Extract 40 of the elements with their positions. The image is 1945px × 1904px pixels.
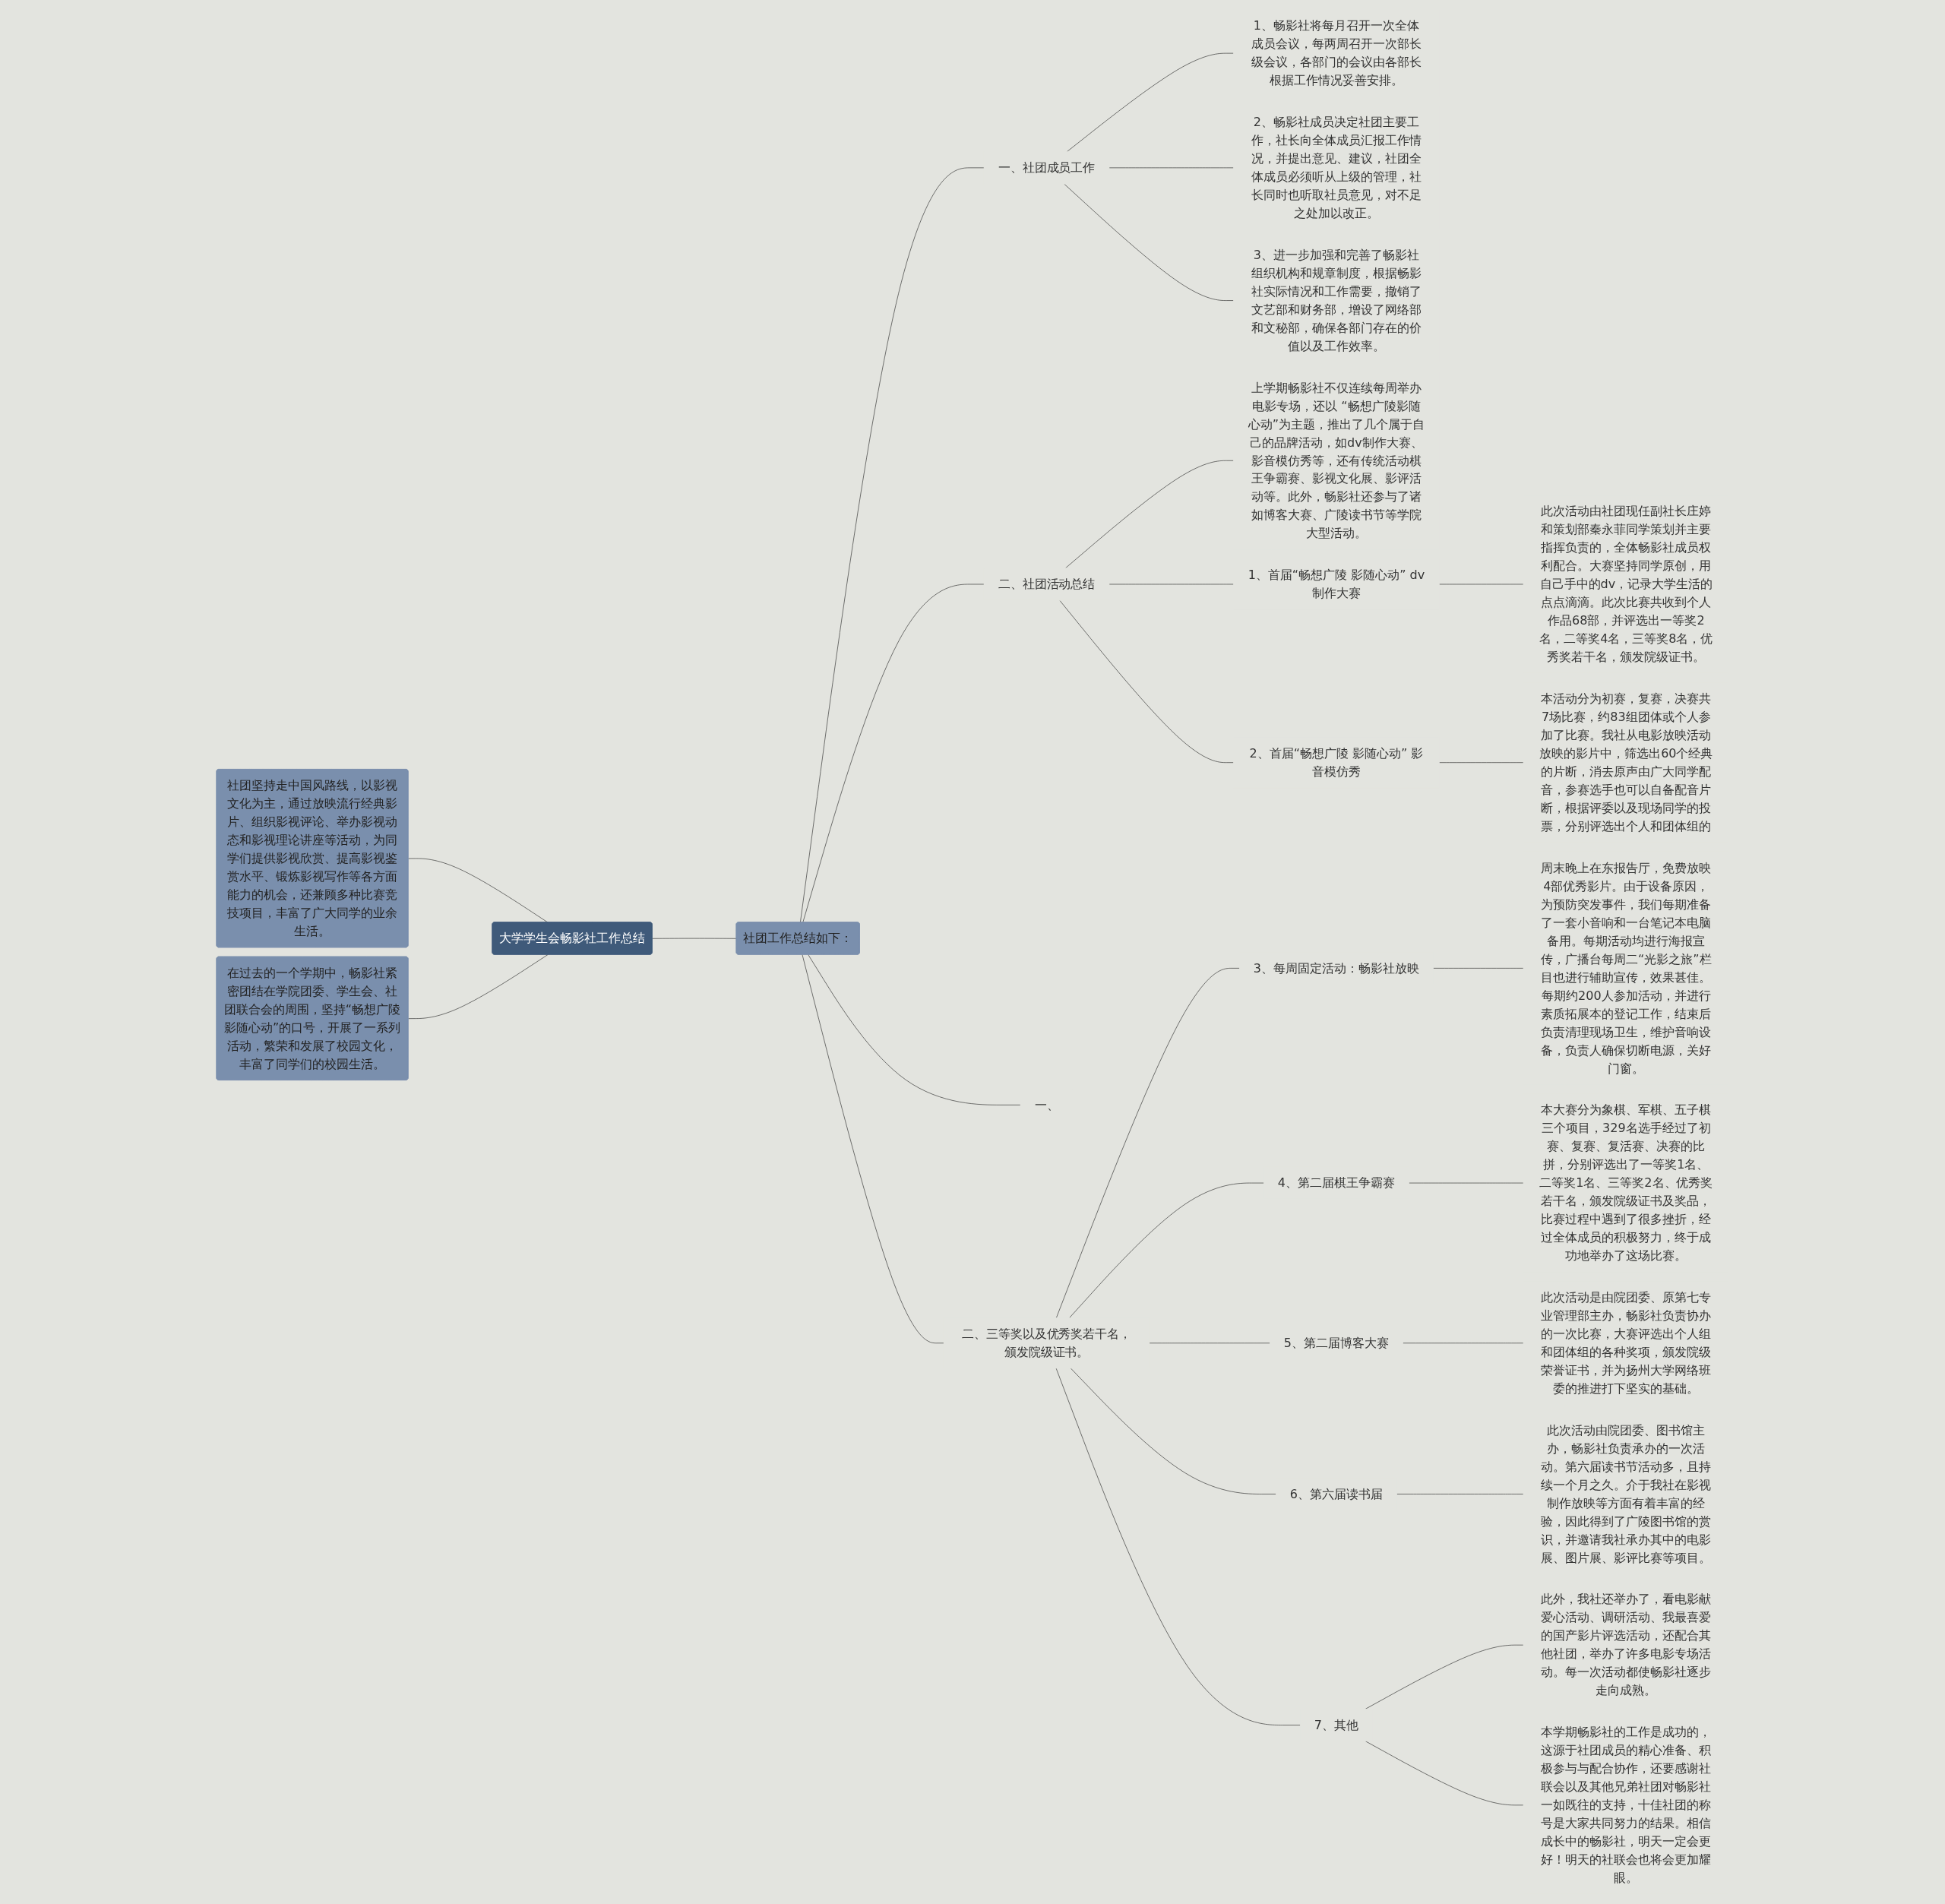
node-text: 此次活动是由院团委、原第七专业管理部主办，畅影社负责协办的一次比赛，大赛评选出个人组和团体组的各种奖项，颁发院级荣誉证书，并为扬州大学网络班委的推进打下坚实的基础。 <box>1541 1290 1711 1396</box>
connector <box>1064 460 1234 569</box>
node-text: 周末晚上在东报告厅，免费放映4部优秀影片。由于设备原因，为预防突发事件，我们每期准备了一套小音响和一台笔记本电脑备用。每期活动均进行海报宣传，广播台每周二“光影之旅”栏目也进行辅助宣传，效果甚佳。每期约200人参加活动，并进行素质拓展本的登记工作，结束后负责清理现场卫生，维护音响设备，负责人确保切断电源，关好门窗。 <box>1540 860 1712 1076</box>
node-text: 1、首届“畅想广陵 影随心动” dv制作大赛 <box>1248 568 1425 600</box>
connector <box>1068 1182 1264 1318</box>
node-text: 2、畅影社成员决定社团主要工作，社长向全体成员汇报工作情况，并提出意见、建议，社团全体成员必须听从上级的管理，社长同时也听取社员意见，对不足之处加以改正。 <box>1251 115 1422 220</box>
node-text: 此次活动由社团现任副社长庄婷和策划部秦永菲同学策划并主要指挥负责的，全体畅影社成员权利配合。大赛坚持同学原创，用自己手中的dv，记录大学生活的点点滴滴。此次比赛共收到个人作品68部，并评选出一等奖2名，二等奖4名，三等奖8名，优秀奖若干名，颁发院级证书。 <box>1539 504 1713 664</box>
node-text: 一、社团成员工作 <box>998 160 1096 175</box>
node-text: 二、三等奖以及优秀奖若干名，颁发院级证书。 <box>961 1327 1132 1359</box>
node-text: 此次活动由院团委、图书馆主办，畅影社负责承办的一次活动。第六届读书节活动多，且持续一个月之久。介于我社在影视制作放映等方面有着丰富的经验，因此得到了广陵图书馆的赏识，并邀请我社承办其中的电影展、图片展、影评比赛等项目。 <box>1541 1422 1711 1565</box>
node-text: 4、第二届棋王争霸赛 <box>1277 1175 1395 1190</box>
node-text: 5、第二届博客大赛 <box>1283 1336 1389 1350</box>
connector <box>802 954 944 1344</box>
node-text: 7、其他 <box>1314 1717 1358 1732</box>
connector <box>651 938 737 939</box>
connector <box>1365 1741 1523 1806</box>
connector <box>1070 1368 1276 1494</box>
node-text: 一、 <box>1034 1097 1059 1112</box>
connector <box>407 858 549 923</box>
node-text: 本大赛分为象棋、军棋、五子棋三个项目，329名选手经过了初赛、复赛、复活赛、决赛的比拼，分别评选出了一等奖1名、二等奖1名、三等奖2名、优秀奖若干名，颁发院级证书及奖品，比赛过程中遇到了很多挫折，经过全体成员的积极努力，终于成功地举办了这场比赛。 <box>1539 1102 1713 1263</box>
connector <box>1055 1368 1301 1725</box>
connector <box>808 954 1021 1105</box>
node-text: 3、每周固定活动：畅影社放映 <box>1253 960 1419 976</box>
node-text: 本活动分为初赛，复赛，决赛共7场比赛，约83组团体或个人参加了比赛。我社从电影放映活动放映的影片中，筛选出60个经典的片断，消去原声由广大同学配音，参赛选手也可以自备配音片断，根据评委以及现场同学的投票，分别评选出个人和团体组的 <box>1539 691 1713 833</box>
connector <box>799 167 985 923</box>
node-text: 3、进一步加强和完善了畅影社组织机构和规章制度，根据畅影社实际情况和工作需要，撤销了文艺部和财务部，增设了网络部和文秘部，确保各部门存在的价值以及工作效率。 <box>1251 248 1422 353</box>
node-text: 本学期畅影社的工作是成功的，这源于社团成员的精心准备、积极参与与配合协作，还要感谢社联会以及其他兄弟社团对畅影社一如既往的支持，十佳社团的称号是大家共同努力的结果。相信成长中的畅影社，明天一定会更好！明天的社联会也将会更加耀眼。 <box>1541 1725 1711 1885</box>
node-text: 二、社团活动总结 <box>998 577 1096 591</box>
node-text: 此外，我社还举办了，看电影献爱心活动、调研活动、我最喜爱的国产影片评选活动，还配合其他社团，举办了许多电影专场活动。每一次活动都使畅影社逐步走向成熟。 <box>1541 1592 1711 1698</box>
connector <box>407 954 549 1019</box>
node-text: 上学期畅影社不仅连续每周举办电影专场，还以 “畅想广陵影随心动”为主题，推出了几个属于自己的品牌活动，如dv制作大赛、影音模仿秀等，还有传统活动棋王争霸赛、影视文化展、影评活动等。此外，畅影社还参与了诸如博客大赛、广陵读书节等学院大型活动。 <box>1248 380 1425 541</box>
node-text: 2、首届“畅想广陵 影随心动” 影音模仿秀 <box>1249 746 1424 779</box>
node-text: 1、畅影社将每月召开一次全体成员会议，每两周召开一次部长级会议，各部门的会议由各部长根据工作情况妥善安排。 <box>1251 18 1422 88</box>
node-text: 6、第六届读书届 <box>1289 1486 1383 1501</box>
connector <box>1059 599 1234 763</box>
connector <box>1064 183 1234 301</box>
connector <box>1066 52 1234 152</box>
connector <box>802 584 985 923</box>
connector <box>1365 1644 1523 1709</box>
connector <box>1055 968 1240 1318</box>
